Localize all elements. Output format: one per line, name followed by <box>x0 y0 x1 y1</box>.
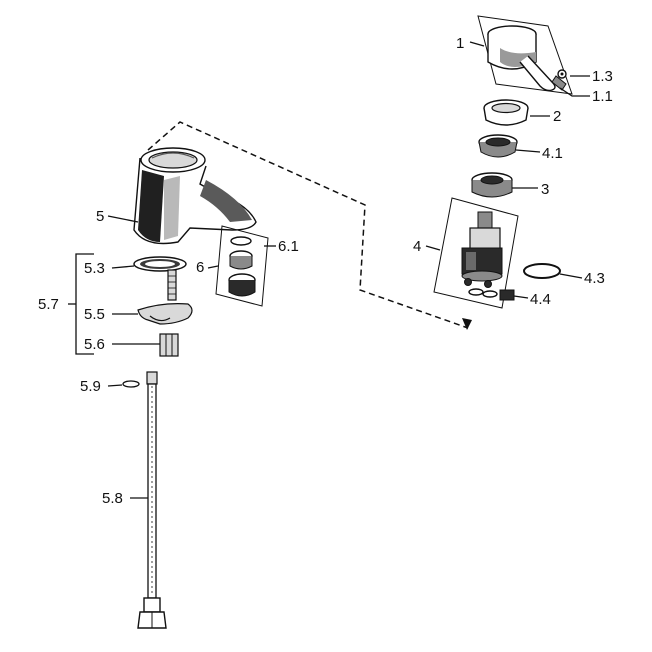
part-5-5-clamp-plate <box>137 303 193 325</box>
part-5-3-gasket <box>133 256 187 272</box>
part-1-lever-handle <box>477 15 573 95</box>
label-1-3: 1.3 <box>592 68 613 85</box>
label-4-4: 4.4 <box>530 291 551 308</box>
leader-5-3 <box>111 265 135 269</box>
label-1-1: 1.1 <box>592 88 613 105</box>
label-1: 1 <box>456 35 464 52</box>
part-5-9-o-ring <box>122 380 140 388</box>
leader-1 <box>469 41 485 47</box>
part-4-cartridge <box>433 197 519 309</box>
leader-1-1 <box>559 87 590 97</box>
label-5-7: 5.7 <box>38 296 59 313</box>
label-6: 6 <box>196 259 204 276</box>
leader-5-9 <box>107 384 123 387</box>
leader-4 <box>425 245 441 251</box>
leader-6 <box>207 265 219 269</box>
label-5-8: 5.8 <box>102 490 123 507</box>
part-1-3-screw <box>557 69 567 79</box>
label-4-3: 4.3 <box>584 270 605 287</box>
label-6-1: 6.1 <box>278 238 299 255</box>
part-3-cap-nut <box>471 172 513 198</box>
label-3: 3 <box>541 181 549 198</box>
leader-4-4 <box>513 295 529 299</box>
part-5-spout-body <box>133 147 257 245</box>
part-6-aerator <box>215 225 269 307</box>
label-5-9: 5.9 <box>80 378 101 395</box>
label-4: 4 <box>413 238 421 255</box>
leader-5 <box>107 215 139 223</box>
part-4-3-o-ring <box>523 263 561 279</box>
label-5: 5 <box>96 208 104 225</box>
label-4-1: 4.1 <box>542 145 563 162</box>
assembly-dashed-path <box>147 121 469 329</box>
part-4-4-seals <box>468 288 515 301</box>
threaded-stud <box>167 269 177 301</box>
label-5-5: 5.5 <box>84 306 105 323</box>
part-5-6-nut <box>159 333 179 357</box>
part-5-8-flexible-hose <box>137 371 167 629</box>
label-5-3: 5.3 <box>84 260 105 277</box>
label-2: 2 <box>553 108 561 125</box>
part-4-1-adapter-ring <box>478 134 518 158</box>
leader-4-1 <box>515 149 541 153</box>
assembly-arrow <box>462 318 472 330</box>
leader-4-3 <box>559 273 583 279</box>
part-2-cover-ring <box>483 99 529 126</box>
label-5-6: 5.6 <box>84 336 105 353</box>
